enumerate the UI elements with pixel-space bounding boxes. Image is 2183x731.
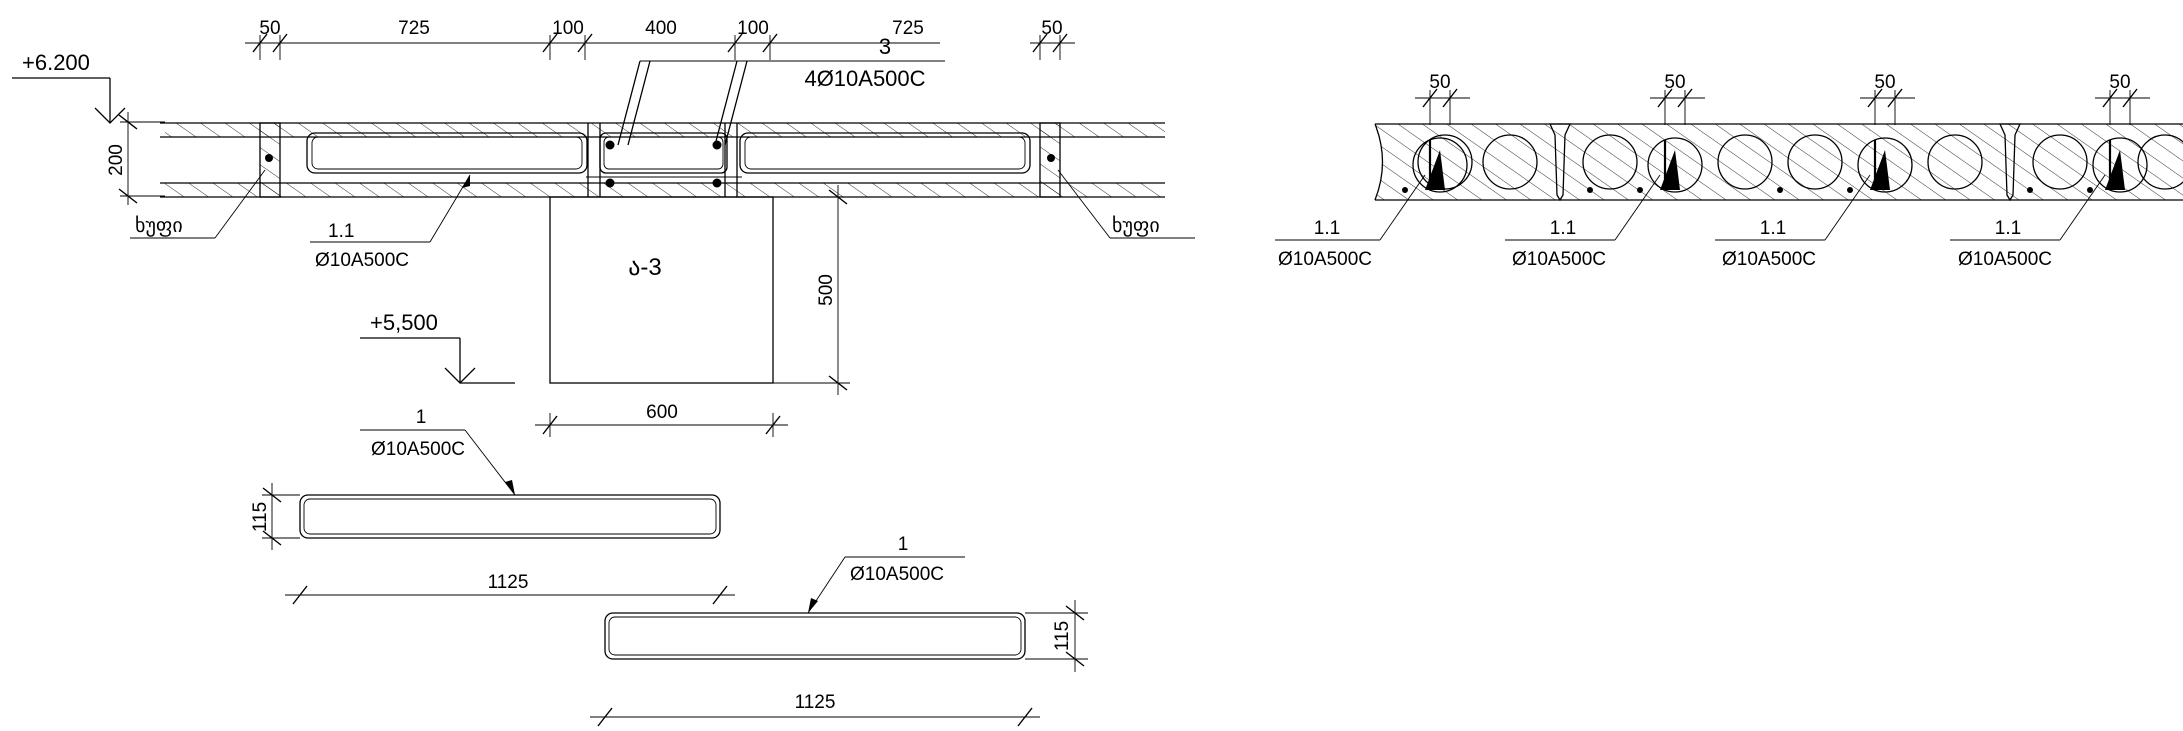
hc-label-3-spec: Ø10A500C — [1722, 249, 1816, 270]
slab-cores — [1417, 134, 2183, 190]
hollow-core-slab-section: 50 50 50 50 1.1 Ø10A500C — [1275, 72, 2183, 270]
joint-dim-1: 50 — [1429, 72, 1450, 93]
hc-label-4-mark: 1.1 — [1995, 218, 2021, 239]
stirrup-1-height: 115 — [250, 502, 271, 532]
hc-label-2-spec: Ø10A500C — [1512, 249, 1606, 270]
stirrup-1-length: 1125 — [488, 572, 529, 593]
top-dimension-chain: 50 725 100 400 100 725 50 — [245, 18, 1075, 60]
slab-body — [160, 122, 1165, 198]
dim-100-left: 100 — [552, 18, 584, 39]
dim-400: 400 — [645, 18, 677, 39]
joint-dim-2: 50 — [1664, 72, 1685, 93]
left-note-text: ხუფი — [135, 215, 183, 237]
elevation-bottom: +5,500 — [360, 310, 515, 384]
hc-label-1-mark: 1.1 — [1314, 218, 1340, 239]
stirrup-2-spec: Ø10A500C — [850, 564, 944, 585]
hc-label-1-spec: Ø10A500C — [1278, 249, 1372, 270]
beam-section: 50 725 100 400 100 725 50 3 4Ø10A500C +6… — [12, 18, 1195, 437]
stirrup-2-length: 1125 — [795, 692, 836, 713]
dim-50-left: 50 — [259, 18, 280, 39]
stirrup-1-spec: Ø10A500C — [371, 439, 465, 460]
dim-100-right: 100 — [737, 18, 769, 39]
dim-725-left: 725 — [398, 18, 430, 39]
joint-dim-4: 50 — [2109, 72, 2130, 93]
stirrup-detail-2: 1 Ø10A500C 115 1125 — [590, 534, 1088, 727]
hc-label-3-mark: 1.1 — [1760, 218, 1786, 239]
slab-joints — [1548, 123, 2022, 202]
stirrup-2-mark: 1 — [898, 534, 909, 555]
slab-rebar-leader: 1.1 Ø10A500C — [310, 174, 471, 271]
slab-rebar-spec: Ø10A500C — [315, 250, 409, 271]
grouted-cores — [1412, 137, 2148, 193]
elevation-top-value: +6.200 — [22, 50, 90, 75]
hollow-core-body — [1374, 123, 2183, 202]
slab-thickness-dim: 200 — [106, 112, 165, 205]
rebar-mark-3: 3 — [879, 34, 891, 59]
beam-depth-dim: 500 — [773, 185, 850, 395]
beam-width-dim: 600 — [535, 402, 788, 437]
hc-label-4-spec: Ø10A500C — [1958, 249, 2052, 270]
hollow-slab-labels: 1.1 Ø10A500C 1.1 Ø10A500C 1.1 Ø10A500C 1… — [1275, 174, 2106, 270]
right-note-text: ხუფი — [1112, 215, 1160, 237]
slab-thickness-value: 200 — [106, 144, 127, 176]
slab-rebar-mark: 1.1 — [328, 221, 354, 242]
dim-50-right: 50 — [1041, 18, 1062, 39]
left-note: ხუფი — [130, 169, 266, 239]
stirrup-detail-1: 1 Ø10A500C 115 1125 — [250, 407, 735, 605]
beam-depth-value: 500 — [816, 274, 837, 306]
beam-label: ა-3 — [628, 254, 662, 281]
dim-725-right: 725 — [892, 18, 924, 39]
elevation-top: +6.200 — [12, 50, 126, 124]
joint-dim-3: 50 — [1874, 72, 1895, 93]
beam: ა-3 — [549, 196, 774, 384]
rebar-spec-top: 4Ø10A500C — [804, 66, 925, 91]
joint-dimensions: 50 50 50 50 — [1415, 72, 2150, 125]
stirrup-1-mark: 1 — [416, 407, 427, 428]
stirrup-2-height: 115 — [1052, 621, 1073, 651]
hc-label-2-mark: 1.1 — [1550, 218, 1576, 239]
right-note: ხუფი — [1057, 169, 1195, 239]
beam-width-value: 600 — [646, 402, 678, 423]
elevation-bottom-value: +5,500 — [370, 310, 438, 335]
